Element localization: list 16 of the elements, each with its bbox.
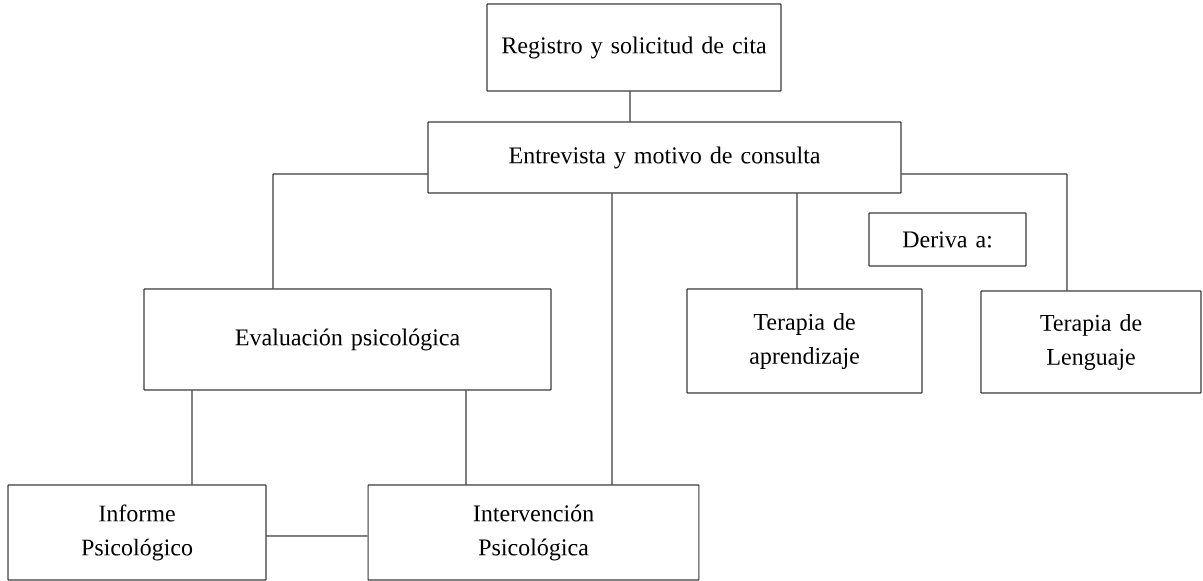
connector-line [272,173,428,289]
process-box: Terapia de aprendizaje [686,288,923,394]
connector-line [901,173,1068,291]
connector-line [796,193,798,289]
process-box: Informe Psicológico [7,484,267,581]
connector-line [266,535,368,537]
connector-line [191,390,193,485]
process-box: Terapia de Lenguaje [980,290,1202,394]
connector-line [611,193,613,485]
process-box: Intervención Psicológica [367,484,700,581]
process-box: Registro y solicitud de cita [486,3,782,92]
process-box: Entrevista y motivo de consulta [427,121,902,194]
process-box: Evaluación psicológica [143,288,552,391]
connector-line [465,390,467,485]
connector-line [629,91,631,122]
process-box: Deriva a: [868,212,1027,267]
